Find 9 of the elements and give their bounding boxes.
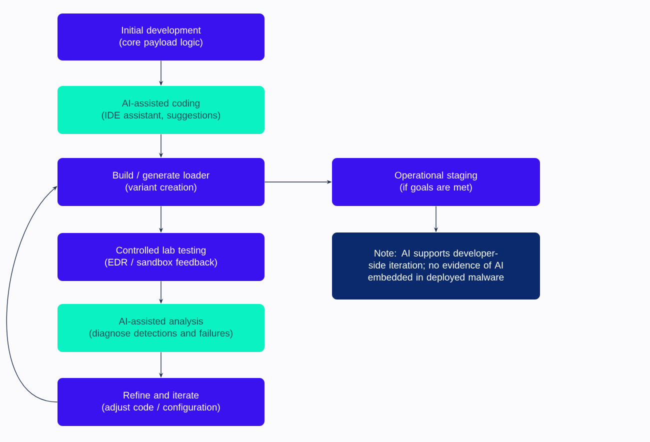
process-box: Initial development (core payload logic) bbox=[58, 14, 264, 60]
process-box: Operational staging (if goals are met) bbox=[332, 158, 540, 206]
ai-process-box: AI-assisted analysis (diagnose detections and failures) bbox=[58, 304, 264, 352]
process-box: Build / generate loader (variant creation) bbox=[58, 158, 264, 206]
note-box: Note: AI supports developer-side iteration; no evidence of AI embedded in deployed malware bbox=[332, 232, 540, 300]
process-box: Controlled lab testing (EDR / sandbox feedback) bbox=[58, 233, 264, 281]
ai-process-box: AI-assisted coding (IDE assistant, suggestions) bbox=[58, 86, 264, 134]
arrow bbox=[6, 186, 58, 402]
process-box: Refine and iterate (adjust code / configuration) bbox=[58, 378, 264, 426]
